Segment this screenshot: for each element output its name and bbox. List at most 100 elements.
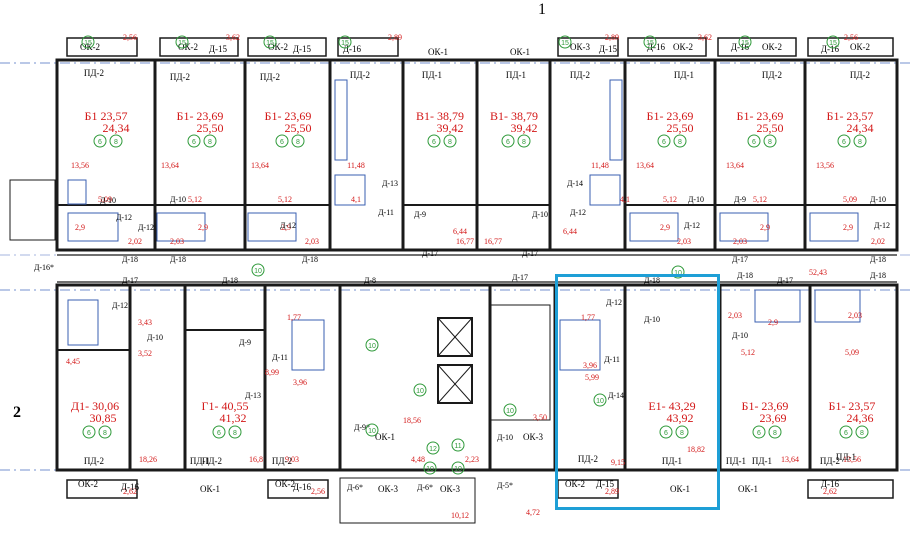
panel-door-label: ПД-1 (726, 456, 746, 466)
door-label: Д-6* (347, 483, 363, 492)
balcony-door-label: Д-16 (821, 44, 840, 54)
room-area: 9,15 (611, 458, 625, 467)
circle-mark: 15 (561, 40, 569, 47)
circle-mark: 10 (426, 466, 434, 473)
door-label: Д-12 (684, 221, 700, 230)
panel-door-label: ПД-1 (674, 70, 694, 80)
room-area: 3,43 (138, 318, 152, 327)
apartment-label: Г1- 40,55 (202, 399, 249, 413)
window-label: ОК-3 (523, 432, 543, 442)
apartment-area-total: 25,50 (285, 121, 312, 135)
circle-mark: 15 (341, 40, 349, 47)
circle-mark-ring (503, 403, 517, 417)
room-mark: 8 (858, 139, 862, 146)
circle-mark-ring (826, 35, 840, 49)
room-area: 5,09 (845, 348, 859, 357)
circle-mark: 10 (596, 398, 604, 405)
kitchen-area: 13,64 (636, 161, 654, 170)
wc-area: 2,9 (843, 223, 853, 232)
circle-mark: 15 (741, 40, 749, 47)
corridor-area: 6,44 (453, 227, 467, 236)
room-mark-ring (203, 134, 217, 148)
circle-mark-ring (451, 438, 465, 452)
room-mark-ring (443, 134, 457, 148)
door-label: Д-10 (870, 195, 886, 204)
room-mark: 6 (192, 139, 196, 146)
panel-door-label: ПД-2 (850, 70, 870, 80)
room-mark-ring (837, 134, 851, 148)
hall-area: 2,02 (871, 237, 885, 246)
room-mark: 8 (678, 139, 682, 146)
apartment-area-total: 25,50 (757, 121, 784, 135)
room-mark-ring (501, 134, 515, 148)
panel-door-label: ПД-1 (662, 456, 682, 466)
section-marker-top: 1 (538, 1, 546, 18)
room-mark: 8 (296, 139, 300, 146)
room-mark-ring (673, 134, 687, 148)
door-label: Д-18 (737, 271, 753, 280)
room-area: 4,48 (411, 455, 425, 464)
door-label: Д-10 (732, 331, 748, 340)
balcony-area: 4,72 (526, 508, 540, 517)
room-mark: 8 (208, 139, 212, 146)
room-mark: 8 (103, 430, 107, 437)
balcony-door-label: Д-15 (209, 44, 228, 54)
circle-mark-ring (426, 441, 440, 455)
door-label: Д-17 (522, 249, 538, 258)
circle-mark-ring (338, 35, 352, 49)
window-label: ОК-1 (200, 484, 220, 494)
wc-area: 2,9 (281, 223, 291, 232)
circle-mark-ring (558, 35, 572, 49)
room-mark: 8 (768, 139, 772, 146)
room-area: 9,03 (285, 455, 299, 464)
door-label: Д-10 (688, 195, 704, 204)
room-mark-ring (839, 425, 853, 439)
window-label: ОК-3 (440, 484, 460, 494)
door-label: Д-11 (272, 353, 288, 362)
room-mark-ring (675, 425, 689, 439)
door-label: Д-9 (239, 338, 251, 347)
panel-door-label: ПД-1 (506, 70, 526, 80)
kitchen-area: 13,56 (816, 161, 834, 170)
door-label: Д-12 (874, 221, 890, 230)
room-area: 1,77 (581, 313, 595, 322)
balcony-area: 3,62 (698, 33, 712, 42)
panel-door-label: ПД-2 (570, 70, 590, 80)
room-mark: 6 (280, 139, 284, 146)
door-label: Д-10 (532, 210, 548, 219)
panel-door-label: ПД-2 (578, 454, 598, 464)
window-label: ОК-1 (670, 484, 690, 494)
kitchen-area: 13,64 (161, 161, 179, 170)
wc-area: 2,9 (760, 223, 770, 232)
room-mark-ring (747, 134, 761, 148)
room-area: 5,99 (585, 373, 599, 382)
balcony-area: 2,56 (123, 33, 137, 42)
panel-door-label: ПД-1 (190, 456, 210, 466)
room-mark-ring (109, 134, 123, 148)
corridor-area: 6,44 (563, 227, 577, 236)
door-label: Д-13 (245, 391, 261, 400)
bath-area: 5,09 (98, 195, 112, 204)
door-label: Д-5* (497, 481, 513, 490)
door-label: Д-12 (116, 213, 132, 222)
room-area: 2,23 (465, 455, 479, 464)
balcony-area: 2,62 (823, 487, 837, 496)
room-mark: 6 (757, 430, 761, 437)
door-label: Д-12 (570, 208, 586, 217)
room-mark: 8 (114, 139, 118, 146)
circle-mark: 10 (368, 343, 376, 350)
apartment-area-total: 24,34 (103, 121, 130, 135)
door-label: Д-8 (364, 276, 376, 285)
panel-door-label: ПД-2 (202, 456, 222, 466)
balcony-door-label: Д-15 (293, 44, 312, 54)
door-label: Д-10 (497, 433, 513, 442)
circle-mark-ring (643, 35, 657, 49)
circle-mark: 15 (829, 40, 837, 47)
panel-door-label: ПД-2 (84, 68, 104, 78)
room-mark: 8 (522, 139, 526, 146)
room-mark-ring (768, 425, 782, 439)
room-mark: 6 (844, 430, 848, 437)
door-label: Д-13 (382, 179, 398, 188)
window-label: ОК-2 (762, 42, 782, 52)
